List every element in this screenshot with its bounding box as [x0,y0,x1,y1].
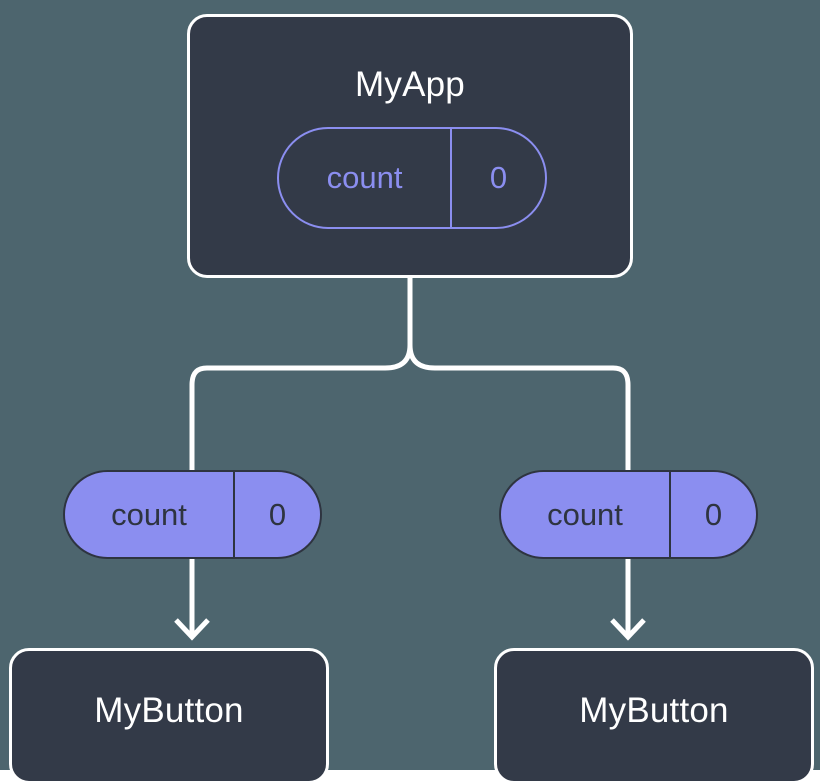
root-state-value: 0 [450,129,545,227]
child-component-title-left: MyButton [94,691,244,730]
arrow-head-left-icon [174,618,210,641]
root-state-key: count [326,160,403,195]
child-component-box-left[interactable]: MyButton [9,648,329,784]
prop-value-right: 0 [669,472,756,557]
prop-key-left: count [111,496,187,532]
root-state-pill[interactable]: count 0 [277,127,547,229]
branch-connector-right [407,344,631,470]
child-component-box-right[interactable]: MyButton [494,648,814,784]
prop-pill-right[interactable]: count 0 [499,470,758,559]
arrow-head-right-icon [610,618,646,641]
root-component-title: MyApp [355,65,465,104]
prop-key-right: count [547,496,623,532]
prop-pill-left[interactable]: count 0 [63,470,322,559]
prop-value-left: 0 [233,472,320,557]
branch-connector-left [189,344,413,470]
child-component-title-right: MyButton [579,691,729,730]
